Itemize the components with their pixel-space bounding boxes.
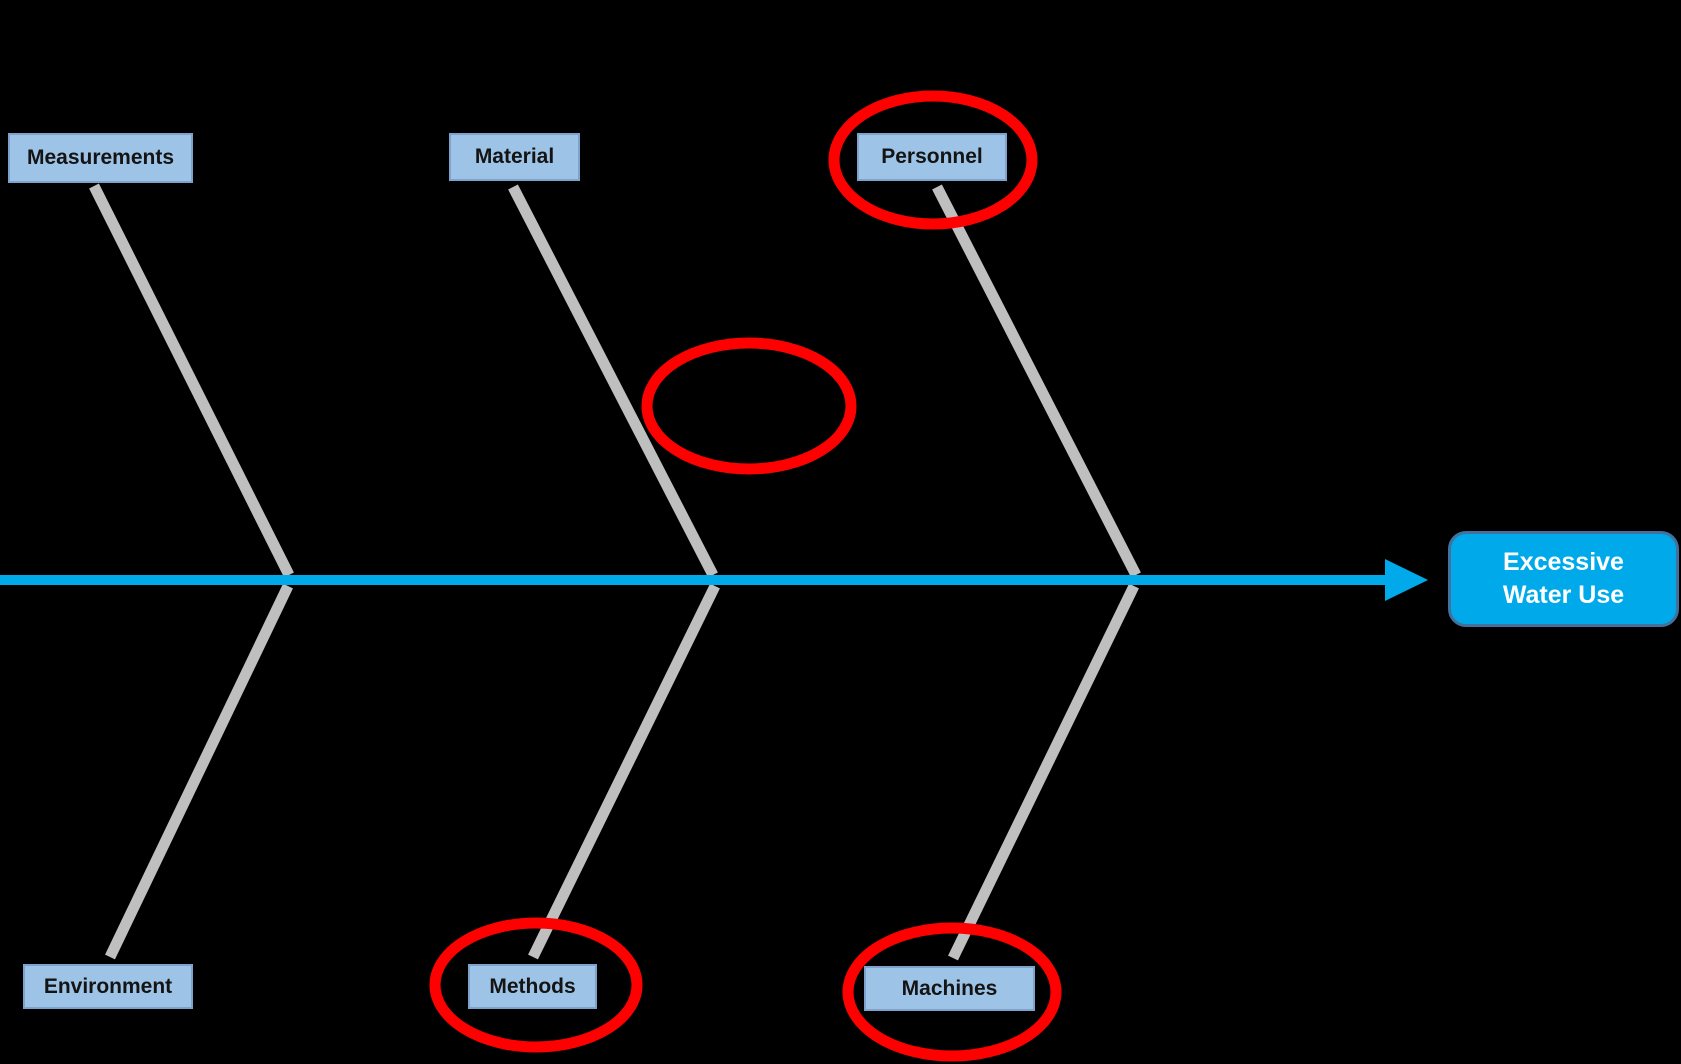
category-box-methods: Methods <box>468 964 597 1009</box>
methods-circle-annotation <box>429 917 643 1053</box>
category-label-personnel: Personnel <box>881 145 983 168</box>
personnel-circle-annotation <box>828 90 1038 230</box>
spine-arrowhead-icon <box>1385 559 1428 601</box>
category-box-material: Material <box>449 133 580 181</box>
machines-circle-annotation <box>842 922 1062 1062</box>
effect-label-line1: Excessive <box>1503 548 1624 576</box>
environment-bone <box>105 583 293 960</box>
machines-bone <box>948 583 1139 961</box>
category-label-machines: Machines <box>901 976 998 1000</box>
category-label-environment: Environment <box>43 974 173 998</box>
personnel-bone <box>932 184 1141 578</box>
category-box-measurements: Measurements <box>8 133 193 183</box>
measurements-bone <box>89 183 294 578</box>
category-label-material: Material <box>474 145 555 168</box>
category-box-machines: Machines <box>864 966 1035 1011</box>
category-label-measurements: Measurements <box>26 146 175 169</box>
effect-label-line2: Water Use <box>1502 581 1625 609</box>
category-label-methods: Methods <box>489 974 576 998</box>
material-bone <box>508 184 718 578</box>
methods-bone <box>528 583 720 960</box>
category-box-environment: Environment <box>23 964 193 1009</box>
empty-region-circle-annotation <box>641 337 857 475</box>
category-box-personnel: Personnel <box>857 133 1007 181</box>
effect-box: Excessive Water Use <box>1448 531 1679 627</box>
